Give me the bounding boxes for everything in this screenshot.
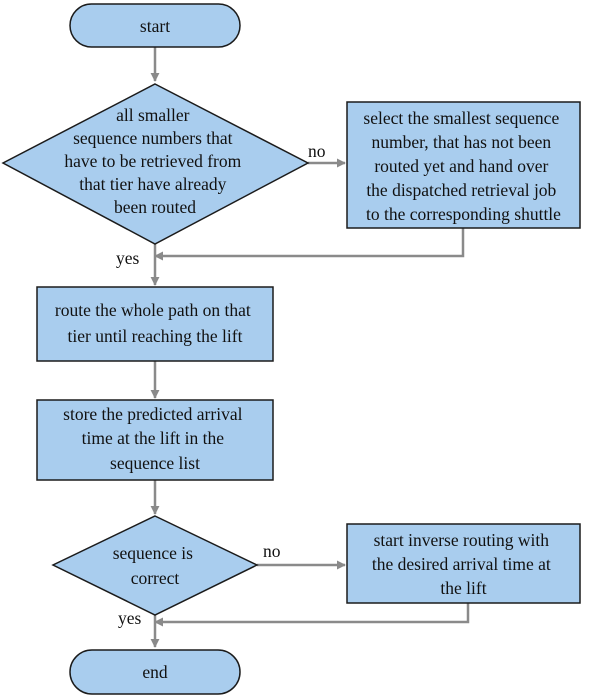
inverse-routing-label: start inverse routing with the desired a…: [372, 530, 555, 598]
decision-correct-label: sequence is correct: [113, 543, 198, 588]
decision-routed-label: all smaller sequence numbers that have t…: [64, 105, 245, 217]
end-label: end: [142, 662, 168, 682]
yes-label-2: yes: [118, 608, 142, 628]
end-node: end: [69, 649, 241, 695]
inverse-routing-node: start inverse routing with the desired a…: [346, 523, 581, 604]
edge-select-return: [154, 228, 465, 261]
route-path-label: route the whole path on that tier until …: [55, 300, 255, 346]
decision-routed-node: all smaller sequence numbers that have t…: [1, 83, 310, 245]
start-label: start: [140, 16, 170, 36]
decision-correct-node: sequence is correct: [51, 515, 259, 616]
select-smallest-label: select the smallest sequence number, tha…: [363, 108, 563, 224]
store-arrival-node: store the predicted arrival time at the …: [36, 399, 274, 481]
edge-inverse-return: [154, 603, 470, 627]
start-node: start: [69, 3, 241, 48]
yes-label-1: yes: [116, 248, 140, 268]
store-arrival-label: store the predicted arrival time at the …: [63, 404, 247, 473]
route-path-node: route the whole path on that tier until …: [36, 286, 274, 362]
select-smallest-node: select the smallest sequence number, tha…: [346, 101, 581, 229]
no-label-1: no: [308, 141, 326, 161]
no-label-2: no: [263, 541, 281, 561]
edges: [150, 47, 470, 648]
